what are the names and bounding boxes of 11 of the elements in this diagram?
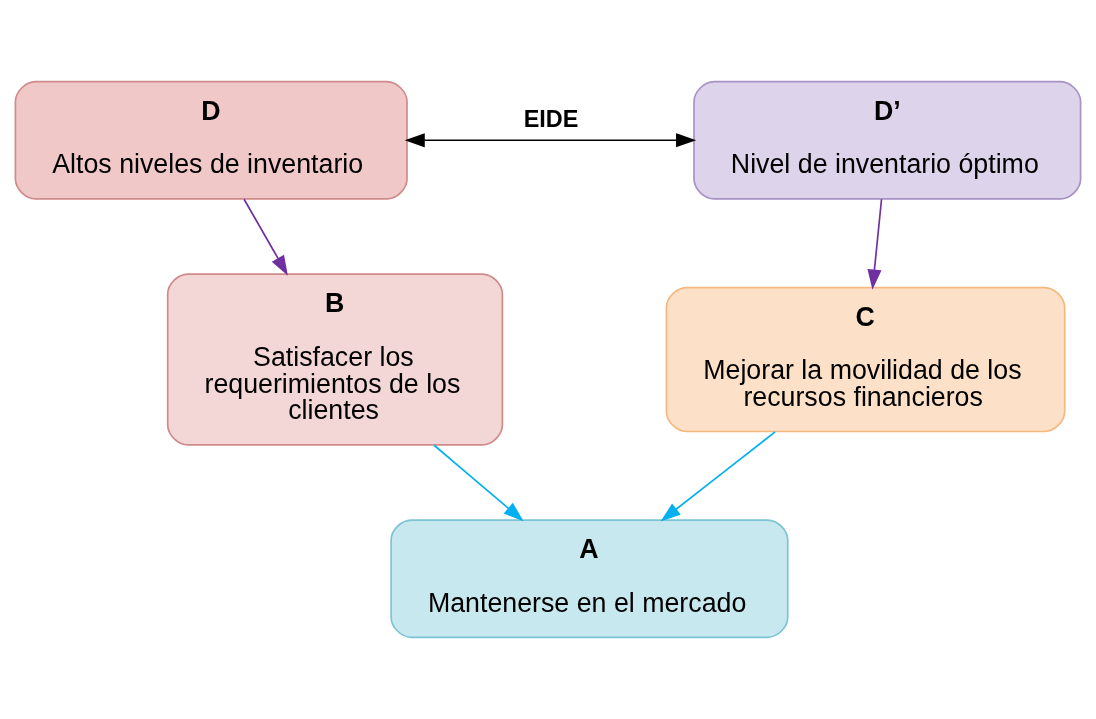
arrow: [660, 431, 776, 522]
node-box: A Mantenerse en el mercado: [390, 519, 789, 639]
arrow: [867, 198, 883, 290]
node-box: D Altos niveles de inventario: [14, 80, 408, 200]
node-box: C Mejorar la movilidad de los recursos financieros: [665, 286, 1066, 433]
node-box: B Satisfacer los requerimientos de los clientes: [166, 273, 504, 446]
node-box: D’ Nivel de inventario óptimo: [693, 80, 1082, 200]
edge-label: EIDE: [523, 106, 579, 133]
arrow: [433, 444, 524, 522]
arrow: [404, 133, 697, 148]
arrow: [243, 198, 288, 276]
